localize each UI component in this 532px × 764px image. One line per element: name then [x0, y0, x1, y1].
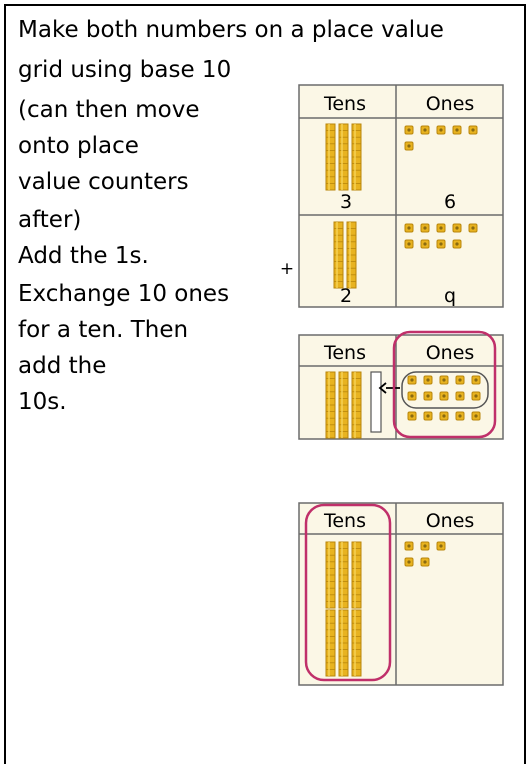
- grid1-row1-ones-value: 6: [444, 191, 456, 213]
- one-cube: [453, 224, 461, 232]
- ten-rod: [339, 610, 348, 676]
- one-cube: [472, 376, 480, 384]
- one-cube: [421, 542, 429, 550]
- one-cube: [453, 240, 461, 248]
- one-cube: [472, 412, 480, 420]
- one-cube: [408, 412, 416, 420]
- grid1-row2-tens-value: 2: [340, 285, 352, 307]
- one-cube: [469, 126, 477, 134]
- one-cube: [421, 240, 429, 248]
- one-cube: [421, 126, 429, 134]
- one-cube: [405, 542, 413, 550]
- ten-rod: [326, 610, 335, 676]
- ten-rod: [326, 542, 335, 608]
- one-cube: [405, 142, 413, 150]
- place-value-grid-1: Tens Ones 3 6 2 q +: [280, 85, 503, 307]
- grid1-ones-header: Ones: [426, 93, 475, 115]
- one-cube: [421, 558, 429, 566]
- one-cube: [437, 126, 445, 134]
- one-cube: [421, 224, 429, 232]
- one-cube: [408, 376, 416, 384]
- grid2-tens-header: Tens: [323, 342, 366, 364]
- one-cube: [440, 412, 448, 420]
- one-cube: [456, 376, 464, 384]
- ten-rod: [334, 222, 343, 288]
- grid2-ones-header: Ones: [426, 342, 475, 364]
- one-cube: [424, 412, 432, 420]
- ten-rod: [326, 124, 335, 190]
- ten-rod: [352, 610, 361, 676]
- one-cube: [440, 376, 448, 384]
- empty-rod-outline: [371, 372, 381, 432]
- place-value-grid-2: Tens Ones: [299, 332, 503, 439]
- place-value-grid-3: Tens Ones: [299, 503, 503, 685]
- one-cube: [472, 392, 480, 400]
- ten-rod: [352, 542, 361, 608]
- one-cube: [456, 412, 464, 420]
- ten-rod: [352, 124, 361, 190]
- one-cube: [424, 392, 432, 400]
- one-cube: [440, 392, 448, 400]
- one-cube: [405, 240, 413, 248]
- grid3-tens-header: Tens: [323, 510, 366, 532]
- one-cube: [424, 376, 432, 384]
- one-cube: [456, 392, 464, 400]
- one-cube: [437, 542, 445, 550]
- ten-rod: [352, 372, 361, 438]
- ten-rod: [339, 542, 348, 608]
- ten-rod: [339, 124, 348, 190]
- ten-rod: [326, 372, 335, 438]
- grid1-row1-tens-value: 3: [340, 191, 352, 213]
- grid3-ones-header: Ones: [426, 510, 475, 532]
- ten-rod: [339, 372, 348, 438]
- one-cube: [405, 126, 413, 134]
- grid1-row2-ones-value: q: [444, 285, 456, 307]
- one-cube: [405, 224, 413, 232]
- ten-rod: [347, 222, 356, 288]
- one-cube: [437, 240, 445, 248]
- plus-sign: +: [280, 259, 294, 279]
- one-cube: [469, 224, 477, 232]
- one-cube: [405, 558, 413, 566]
- one-cube: [408, 392, 416, 400]
- one-cube: [453, 126, 461, 134]
- one-cube: [437, 224, 445, 232]
- grid1-tens-header: Tens: [323, 93, 366, 115]
